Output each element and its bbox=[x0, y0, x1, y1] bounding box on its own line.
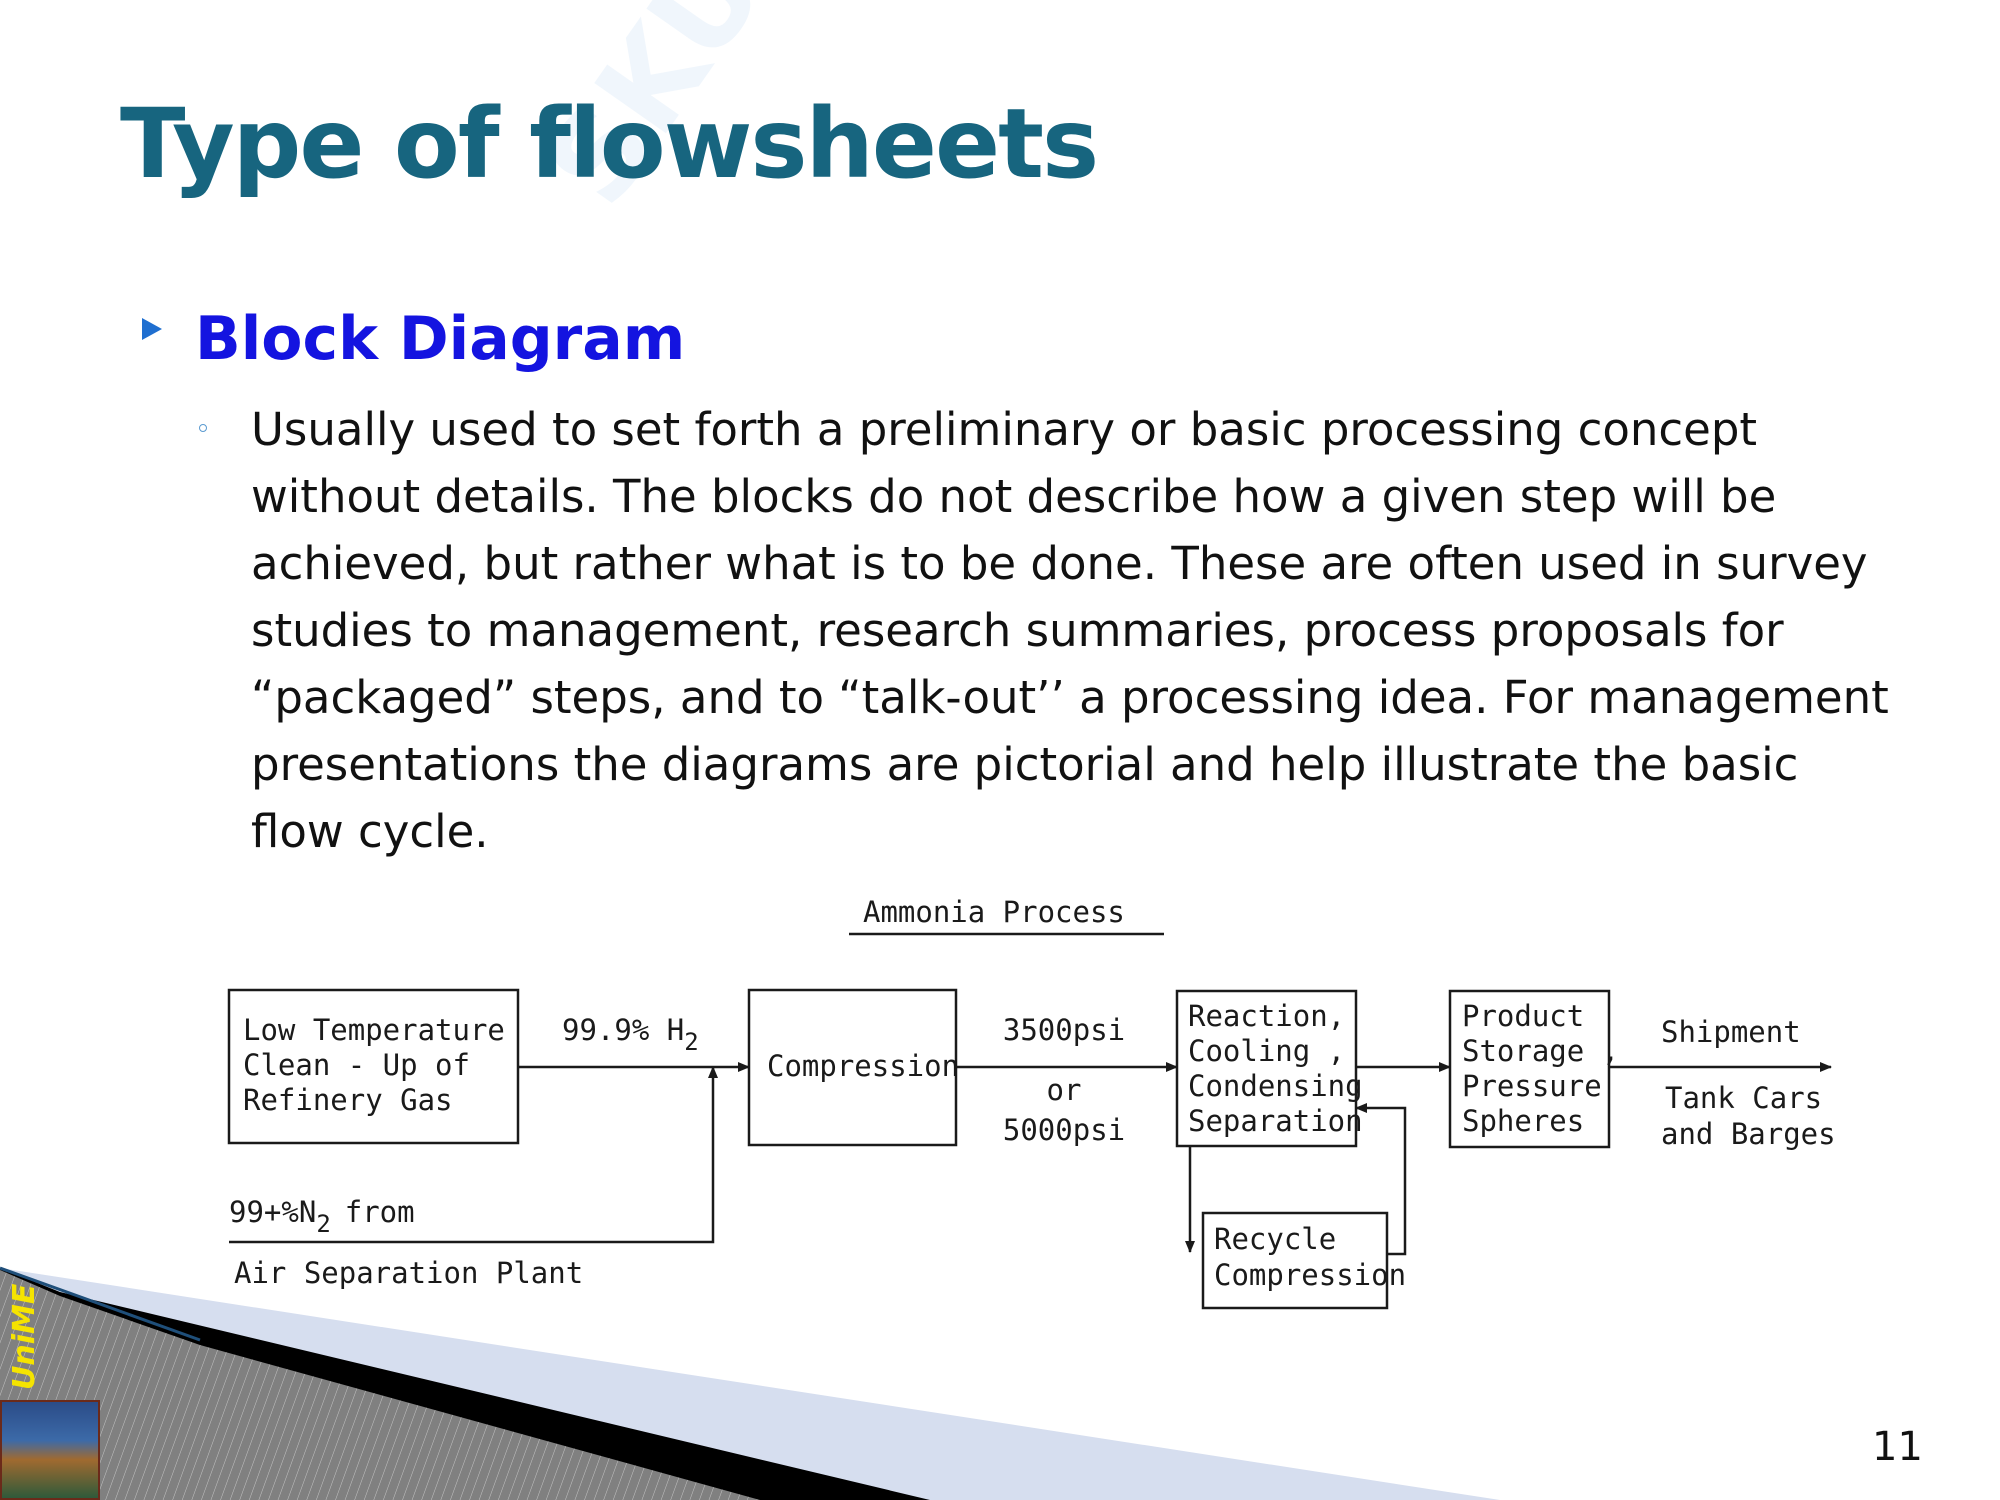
box-compression-label: Compression bbox=[767, 1049, 959, 1083]
box-storage-line: Product bbox=[1462, 999, 1584, 1033]
brand-text: UniME bbox=[7, 1283, 42, 1390]
body-line: presentations the diagrams are pictorial… bbox=[251, 738, 1799, 791]
triangle-bullet-icon bbox=[142, 318, 162, 340]
shipment-label: Shipment bbox=[1661, 1015, 1801, 1049]
box-recycle-line: Compression bbox=[1214, 1258, 1406, 1292]
box-cleanup-line: Refinery Gas bbox=[243, 1083, 453, 1117]
n2-source: Air Separation Plant bbox=[234, 1256, 583, 1290]
box-reaction-line: Reaction, bbox=[1188, 999, 1345, 1033]
box-recycle bbox=[1201, 1211, 1389, 1310]
corner-decoration bbox=[0, 1266, 1500, 1500]
pressure-label: 3500psi bbox=[1003, 1013, 1125, 1047]
pressure-label: 5000psi bbox=[1003, 1113, 1125, 1147]
body-line: studies to management, research summarie… bbox=[251, 604, 1784, 657]
box-reaction-line: Condensing bbox=[1188, 1069, 1363, 1103]
body-line: flow cycle. bbox=[251, 805, 489, 858]
body-line: achieved, but rather what is to be done.… bbox=[251, 537, 1868, 590]
box-reaction-line: Separation bbox=[1188, 1104, 1363, 1138]
box-cleanup-line: Clean - Up of bbox=[243, 1048, 470, 1082]
box-recycle-line: Recycle bbox=[1214, 1222, 1336, 1256]
body-line: “packaged” steps, and to “talk-out’’ a p… bbox=[251, 671, 1889, 724]
arrow-n2 bbox=[229, 1066, 718, 1244]
pressure-label: or bbox=[1047, 1073, 1082, 1107]
bullet-body: Usually used to set forth a preliminary … bbox=[251, 396, 1891, 865]
body-line: Usually used to set forth a preliminary … bbox=[251, 403, 1758, 456]
arrow-recycle-return bbox=[1355, 1103, 1407, 1256]
shipment-mode: and Barges bbox=[1661, 1117, 1836, 1151]
body-line: without details. The blocks do not descr… bbox=[251, 470, 1777, 523]
page-number: 11 bbox=[1872, 1424, 1923, 1470]
slide-title: Type of flowsheets bbox=[120, 88, 1099, 200]
diagram-title: Ammonia Process bbox=[863, 895, 1125, 929]
box-cleanup-line: Low Temperature bbox=[243, 1013, 505, 1047]
box-storage-line: Storage , bbox=[1462, 1034, 1619, 1068]
box-storage-line: Pressure bbox=[1462, 1069, 1602, 1103]
box-storage-line: Spheres bbox=[1462, 1104, 1584, 1138]
university-logo bbox=[0, 1400, 100, 1500]
circle-bullet-icon bbox=[199, 424, 207, 432]
box-reaction-line: Cooling , bbox=[1188, 1034, 1345, 1068]
bullet-heading: Block Diagram bbox=[195, 304, 686, 374]
h2-label: 99.9% H2 bbox=[562, 1013, 699, 1056]
shipment-mode: Tank Cars bbox=[1665, 1081, 1822, 1115]
